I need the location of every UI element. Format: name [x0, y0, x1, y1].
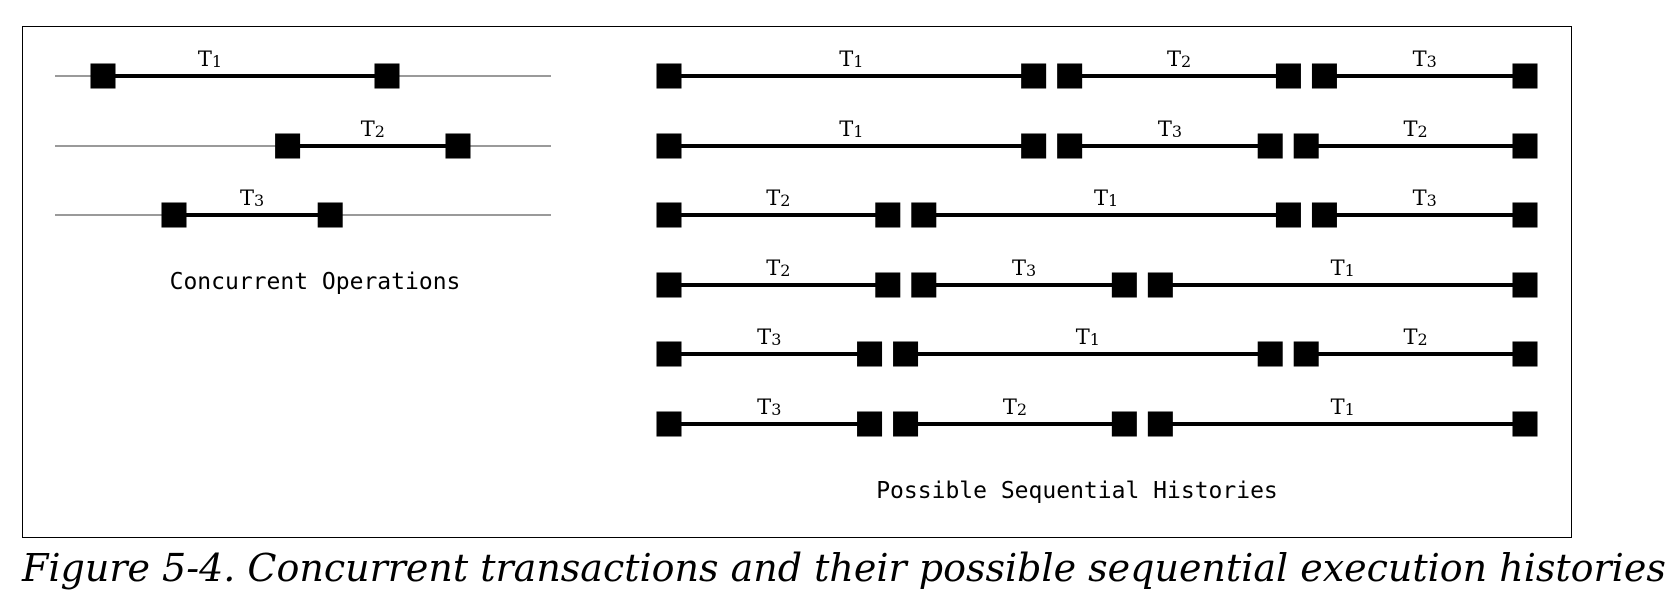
sequential-transaction-segment: T3: [1057, 117, 1283, 159]
end-marker: [1512, 63, 1538, 89]
start-marker: [656, 202, 682, 228]
transaction-label: T2: [766, 256, 790, 280]
concurrent-operations-label: Concurrent Operations: [170, 269, 461, 295]
sequential-transaction-segment: T1: [911, 186, 1301, 228]
end-marker: [1111, 272, 1137, 298]
start-marker: [1147, 411, 1173, 437]
end-marker: [875, 202, 901, 228]
transaction-label: T1: [1076, 325, 1100, 349]
sequential-histories-label: Possible Sequential Histories: [876, 478, 1278, 504]
sequential-transaction-segment: T2: [1293, 117, 1538, 159]
transaction-label: T2: [361, 117, 385, 141]
history-row: T1 T2 T3: [656, 47, 1538, 89]
end-marker: [1021, 133, 1047, 159]
start-marker: [1311, 63, 1337, 89]
start-marker: [911, 202, 937, 228]
start-marker: [1147, 272, 1173, 298]
start-marker: [1311, 202, 1337, 228]
end-marker: [317, 202, 343, 228]
end-marker: [1512, 411, 1538, 437]
end-marker: [1111, 411, 1137, 437]
transaction-label: T1: [1331, 256, 1355, 280]
end-marker: [445, 133, 471, 159]
transaction-label: T3: [757, 325, 781, 349]
start-marker: [1293, 341, 1319, 367]
sequential-transaction-segment: T2: [656, 186, 901, 228]
figure-caption: Figure 5-4. Concurrent transactions and …: [22, 546, 1666, 590]
end-marker: [1257, 341, 1283, 367]
sequential-transaction-segment: T1: [1147, 256, 1538, 298]
sequential-transaction-segment: T1: [656, 117, 1047, 159]
sequential-transaction-segment: T2: [656, 256, 901, 298]
transaction-label: T1: [1331, 395, 1355, 419]
transaction-label: T2: [1167, 47, 1191, 71]
history-row: T3 T1 T2: [656, 325, 1538, 367]
concurrent-transaction-segment: T1: [90, 47, 400, 89]
transaction-label: T2: [766, 186, 790, 210]
start-marker: [1293, 133, 1319, 159]
transaction-label: T3: [1012, 256, 1036, 280]
sequential-transaction-segment: T3: [1311, 47, 1538, 89]
start-marker: [893, 341, 919, 367]
end-marker: [1512, 133, 1538, 159]
transaction-label: T3: [240, 186, 264, 210]
end-marker: [857, 411, 883, 437]
end-marker: [374, 63, 400, 89]
end-marker: [1512, 202, 1538, 228]
transaction-label: T1: [839, 47, 863, 71]
history-row: T2 T1 T3: [656, 186, 1538, 228]
figure-frame: [22, 26, 1572, 538]
start-marker: [656, 63, 682, 89]
transaction-label: T1: [839, 117, 863, 141]
start-marker: [1057, 63, 1083, 89]
start-marker: [161, 202, 187, 228]
sequential-transaction-segment: T1: [893, 325, 1283, 367]
start-marker: [893, 411, 919, 437]
end-marker: [875, 272, 901, 298]
end-marker: [1021, 63, 1047, 89]
start-marker: [656, 341, 682, 367]
sequential-transaction-segment: T3: [911, 256, 1137, 298]
end-marker: [1275, 202, 1301, 228]
start-marker: [656, 411, 682, 437]
sequential-transaction-segment: T2: [1057, 47, 1301, 89]
sequential-transaction-segment: T2: [1293, 325, 1538, 367]
transaction-label: T2: [1404, 325, 1428, 349]
end-marker: [1512, 341, 1538, 367]
history-row: T2 T3 T1: [656, 256, 1538, 298]
transaction-label: T1: [198, 47, 222, 71]
transaction-label: T1: [1094, 186, 1118, 210]
start-marker: [656, 133, 682, 159]
end-marker: [1257, 133, 1283, 159]
transaction-label: T2: [1404, 117, 1428, 141]
sequential-transaction-segment: T1: [656, 47, 1047, 89]
start-marker: [90, 63, 116, 89]
start-marker: [275, 133, 301, 159]
sequential-transaction-segment: T3: [1311, 186, 1538, 228]
sequential-transaction-segment: T3: [656, 395, 883, 437]
sequential-transaction-segment: T3: [656, 325, 883, 367]
end-marker: [857, 341, 883, 367]
sequential-transaction-segment: T2: [893, 395, 1137, 437]
start-marker: [656, 272, 682, 298]
end-marker: [1275, 63, 1301, 89]
transaction-label: T3: [757, 395, 781, 419]
transaction-label: T3: [1413, 186, 1437, 210]
end-marker: [1512, 272, 1538, 298]
history-row: T1 T3 T2: [656, 117, 1538, 159]
sequential-transaction-segment: T1: [1147, 395, 1538, 437]
transaction-label: T3: [1158, 117, 1182, 141]
history-row: T3 T2 T1: [656, 395, 1538, 437]
transaction-label: T2: [1003, 395, 1027, 419]
transaction-label: T3: [1413, 47, 1437, 71]
start-marker: [1057, 133, 1083, 159]
start-marker: [911, 272, 937, 298]
concurrent-transaction-segment: T3: [161, 186, 343, 228]
concurrent-transaction-segment: T2: [275, 117, 471, 159]
